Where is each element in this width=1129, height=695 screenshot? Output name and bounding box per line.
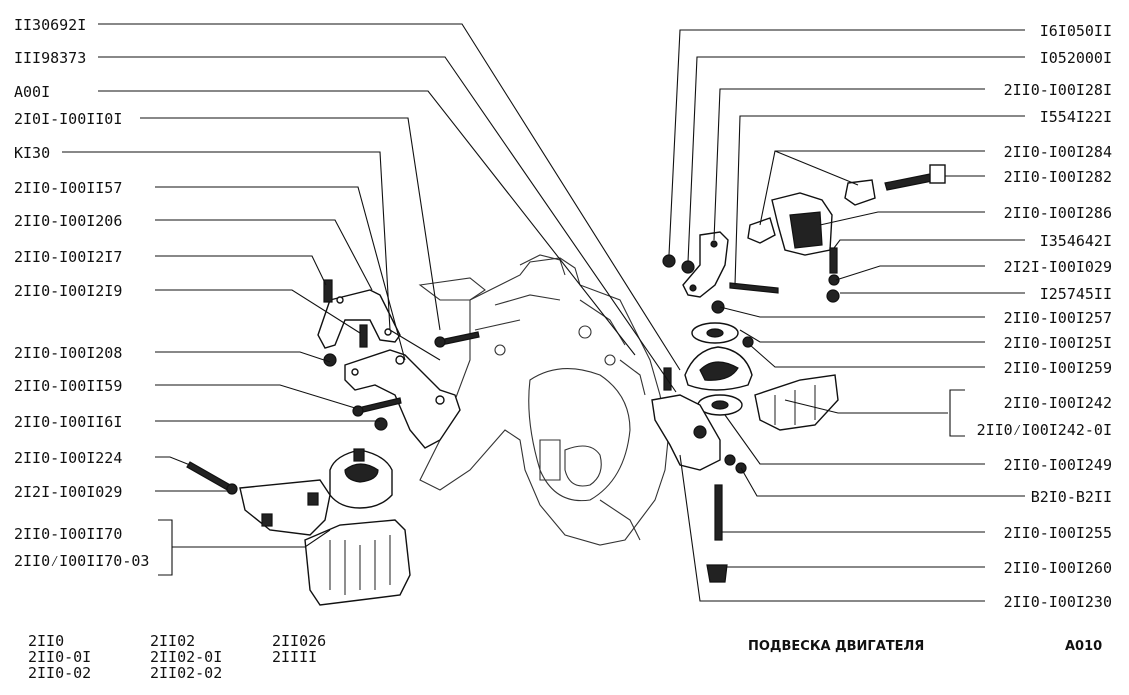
label-right-16: 2II0-I00I249: [1004, 456, 1112, 474]
label-right-9: 2I2I-I00I029: [1004, 258, 1112, 276]
label-right-6: 2II0-I00I282: [1004, 168, 1112, 186]
label-left-10: 2II0-I00I208: [14, 344, 122, 362]
right-top-cushion: [747, 164, 946, 303]
label-left-15: 2II0-I00II70: [14, 525, 122, 543]
left-lower-bracket: [344, 349, 461, 449]
footer-models: 2II0 2II0-0I 2II0-02 2II02 2II02-0I 2II0…: [28, 632, 326, 682]
label-left-7: 2II0-I00I206: [14, 212, 122, 230]
label-right-4: I554I22I: [1040, 108, 1112, 126]
label-right-13: 2II0-I00I259: [1004, 359, 1112, 377]
label-right-11: 2II0-I00I257: [1004, 309, 1112, 327]
label-right-7: 2II0-I00I286: [1004, 204, 1112, 222]
model-2-1: 2II02: [150, 632, 195, 650]
left-leader-lines: [62, 23, 681, 576]
left-bolts: [323, 279, 480, 431]
left-upper-bracket: [317, 289, 401, 349]
model-1-3: 2II0-02: [28, 664, 91, 682]
label-left-4: 2I0I-I00II0I: [14, 110, 122, 128]
model-3-1: 2II026: [272, 632, 326, 650]
left-heat-shield: [304, 519, 411, 606]
label-right-1: I6I050II: [1040, 22, 1112, 40]
label-left-6: 2II0-I00II57: [14, 179, 122, 197]
page-code: A010: [1065, 639, 1102, 654]
label-right-18: 2II0-I00I255: [1004, 524, 1112, 542]
label-left-5: KI30: [14, 144, 50, 162]
label-right-10: I25745II: [1040, 285, 1112, 303]
label-left-2: III98373: [14, 49, 86, 67]
model-3-2: 2IIII: [272, 648, 317, 666]
label-left-12: 2II0-I00II6I: [14, 413, 122, 431]
model-2-2: 2II02-0I: [150, 648, 222, 666]
left-rubber-mount: [186, 448, 393, 536]
right-main-mount: [684, 300, 839, 431]
label-left-1: II30692I: [14, 16, 86, 34]
label-right-20: 2II0-I00I230: [1004, 593, 1112, 611]
left-labels: II30692I III98373 A00I 2I0I-I00II0I KI30…: [14, 16, 149, 570]
model-2-3: 2II02-02: [150, 664, 222, 682]
label-right-5: 2II0-I00I284: [1004, 143, 1112, 161]
label-right-14: 2II0-I00I242: [1004, 394, 1112, 412]
label-right-17: B2I0-B2II: [1031, 488, 1112, 506]
right-top-bracket: [662, 231, 779, 298]
label-left-11: 2II0-I00II59: [14, 377, 122, 395]
label-right-15: 2II0⁄I00I242-0I: [977, 421, 1112, 439]
label-right-12: 2II0-I00I25I: [1004, 334, 1112, 352]
label-left-9: 2II0-I00I2I9: [14, 282, 122, 300]
gearbox-outline: [418, 254, 669, 546]
label-left-8: 2II0-I00I2I7: [14, 248, 122, 266]
label-left-13: 2II0-I00I224: [14, 449, 122, 467]
label-right-2: I052000I: [1040, 49, 1112, 67]
label-right-3: 2II0-I00I28I: [1004, 81, 1112, 99]
right-leader-lines: [668, 29, 1025, 602]
label-right-19: 2II0-I00I260: [1004, 559, 1112, 577]
label-left-3: A00I: [14, 83, 50, 101]
label-right-8: I354642I: [1040, 232, 1112, 250]
model-1-2: 2II0-0I: [28, 648, 91, 666]
model-1-1: 2II0: [28, 632, 64, 650]
right-labels: I6I050II I052000I 2II0-I00I28I I554I22I …: [977, 22, 1112, 611]
page-title: ПОДВЕСКА ДВИГАТЕЛЯ: [748, 639, 924, 654]
label-left-14: 2I2I-I00I029: [14, 483, 122, 501]
label-left-16: 2II0⁄I00II70-03: [14, 552, 149, 570]
